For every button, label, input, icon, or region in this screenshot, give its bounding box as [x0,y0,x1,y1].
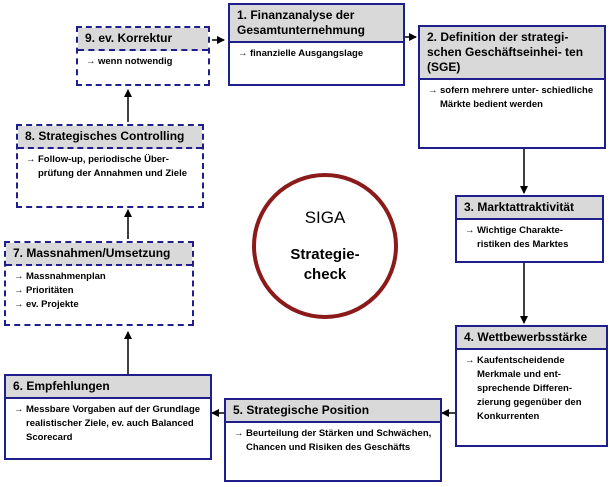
box-title: 3. Marktattraktivität [457,197,602,220]
box-title: 5. Strategische Position [226,400,440,423]
box-massnahmen-umsetzung: 7. Massnahmen/Umsetzung →Massnahmenplan … [4,241,194,326]
list-item: →Beurteilung der Stärken und Schwächen, … [234,428,432,453]
list-item: →Follow-up, periodische Über- prüfung de… [26,154,188,179]
box-empfehlungen: 6. Empfehlungen →Messbare Vorgaben auf d… [4,374,212,460]
box-title: 6. Empfehlungen [6,376,210,399]
circle-title: SIGA [304,208,346,227]
arrow-bullet-icon: → [238,48,248,59]
siga-strategiecheck-circle: SIGA Strategie- check [252,173,398,319]
arrow-bullet-icon: → [14,271,24,282]
box-finanzanalyse: 1. Finanzanalyse der Gesamtunternehmung … [228,3,405,86]
arrow-bullet-icon: → [428,85,438,96]
box-korrektur: 9. ev. Korrektur →wenn notwendig [76,26,210,86]
list-item: →sofern mehrere unter- schiedliche Märkt… [428,85,594,110]
list-item: →wenn notwendig [86,56,173,67]
list-item: →ev. Projekte [14,299,79,310]
circle-subtitle-line2: check [303,266,347,283]
box-title: 2. Definition der strategi- schen Geschä… [420,27,604,80]
box-wettbewerbsstaerke: 4. Wettbewerbsstärke →Kaufentscheidende … [455,325,608,447]
list-item: →finanzielle Ausgangslage [238,48,364,59]
arrow-bullet-icon: → [465,225,475,236]
circle-subtitle: Strategie- check [256,245,394,285]
arrow-bullet-icon: → [26,154,36,165]
box-strategisches-controlling: 8. Strategisches Controlling →Follow-up,… [16,124,204,208]
box-strategische-position: 5. Strategische Position →Beurteilung de… [224,398,442,482]
box-title: 9. ev. Korrektur [78,28,208,51]
arrow-bullet-icon: → [234,428,244,439]
arrow-bullet-icon: → [465,355,475,366]
box-title: 4. Wettbewerbsstärke [457,327,606,350]
box-definition-sge: 2. Definition der strategi- schen Geschä… [418,25,606,149]
box-marktattraktivitaet: 3. Marktattraktivität →Wichtige Charakte… [455,195,604,263]
list-item: →Wichtige Charakte- ristiken des Marktes [465,225,569,250]
arrow-bullet-icon: → [86,56,96,67]
box-title: 8. Strategisches Controlling [18,126,202,149]
list-item: →Kaufentscheidende Merkmale und ent- spr… [465,355,582,422]
list-item: →Prioritäten [14,285,74,296]
list-item: →Messbare Vorgaben auf der Grundlage rea… [14,404,201,443]
circle-subtitle-line1: Strategie- [290,246,360,263]
arrow-bullet-icon: → [14,285,24,296]
box-title: 7. Massnahmen/Umsetzung [6,243,192,266]
list-item: →Massnahmenplan [14,271,106,282]
arrow-bullet-icon: → [14,299,24,310]
arrow-bullet-icon: → [14,404,24,415]
box-title: 1. Finanzanalyse der Gesamtunternehmung [230,5,403,43]
